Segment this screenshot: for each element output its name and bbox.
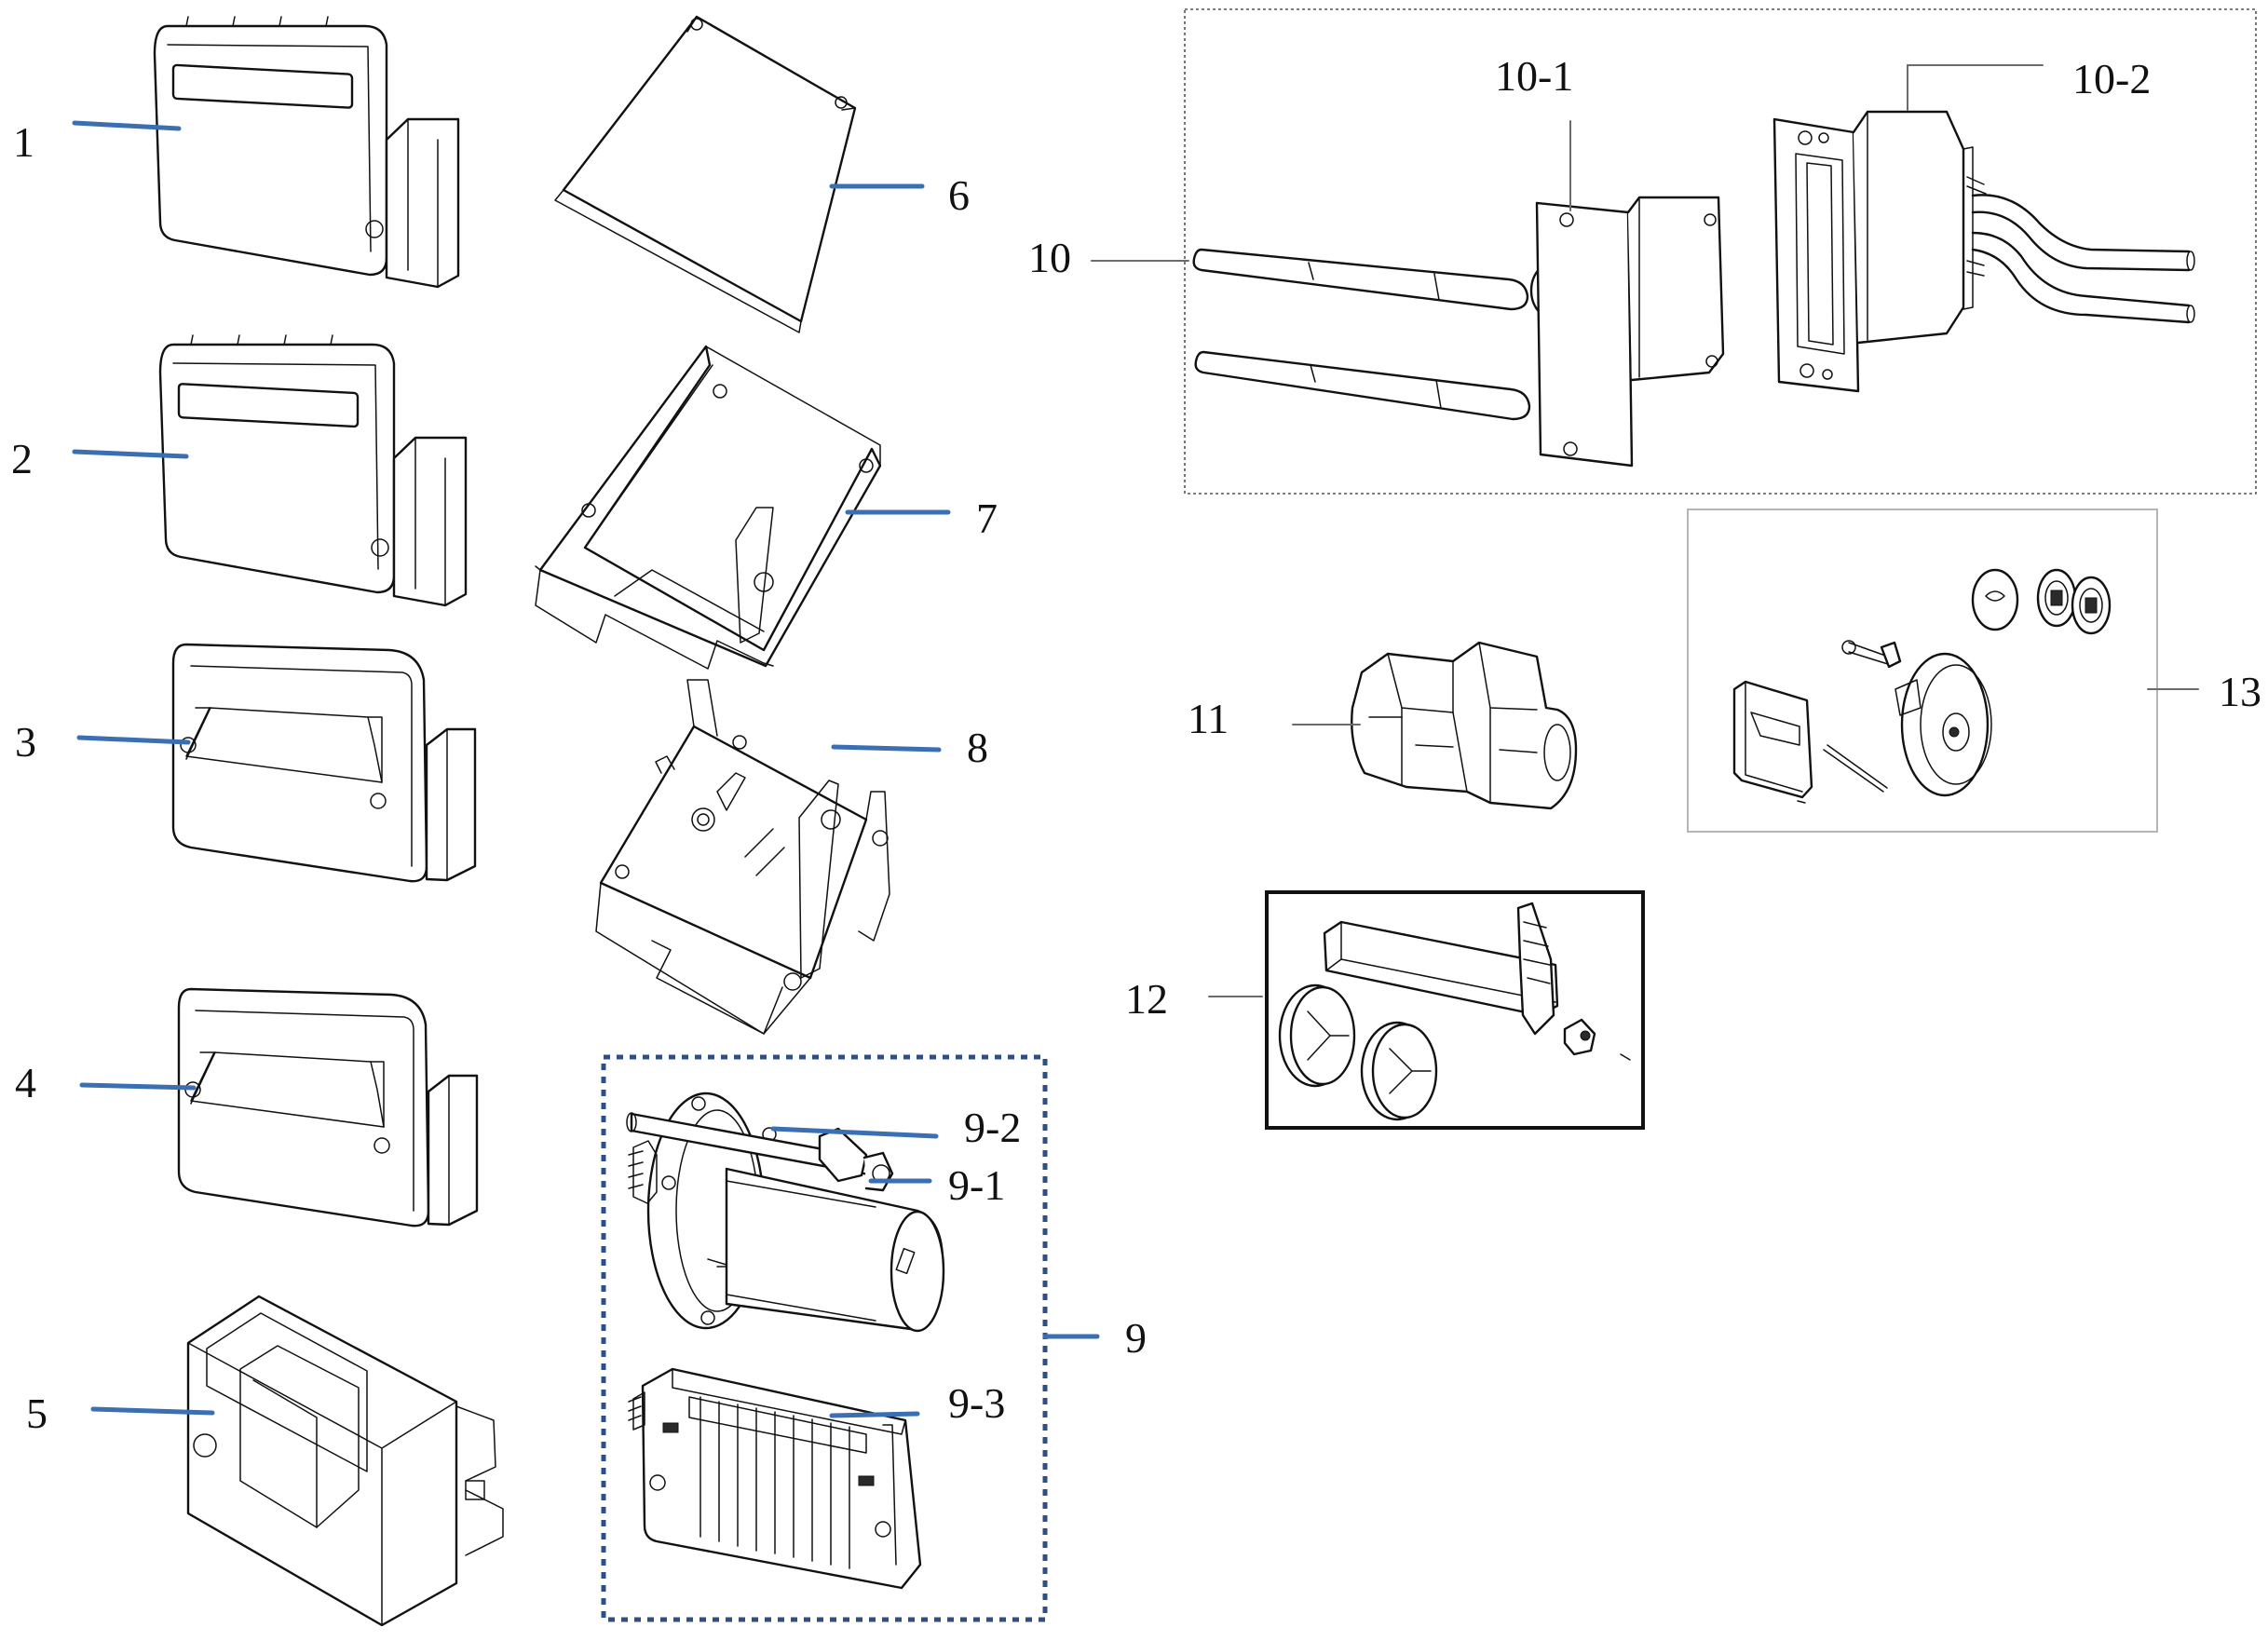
part-8-bracket [595, 679, 890, 1035]
part-4-cover [177, 987, 479, 1227]
label-9-1: 9-1 [948, 1161, 1005, 1209]
label-13: 13 [2219, 668, 2261, 715]
label-9: 9 [1125, 1314, 1147, 1362]
part-7-bracket [535, 345, 882, 670]
label-10-2: 10-2 [2072, 55, 2151, 102]
label-3: 3 [15, 718, 36, 766]
label-5: 5 [26, 1390, 48, 1437]
group-12-frame [1265, 890, 1645, 1130]
part-labels: 1 2 3 4 5 6 7 8 9 9-1 9-2 9-3 10 10-1 10… [11, 52, 2261, 1437]
label-11: 11 [1188, 695, 1229, 742]
leader-1 [72, 120, 182, 131]
label-1: 1 [13, 118, 34, 166]
label-4: 4 [15, 1059, 36, 1106]
label-6: 6 [948, 171, 970, 219]
leader-10-2 [1907, 64, 2044, 111]
part-10-antenna-module [1192, 110, 2195, 468]
label-7: 7 [976, 495, 998, 542]
part-2-cover [158, 334, 468, 607]
leader-5 [90, 1406, 215, 1416]
leader-2 [72, 449, 189, 459]
label-9-2: 9-2 [964, 1104, 1021, 1151]
group-10-frame [1184, 8, 2257, 495]
label-12: 12 [1125, 975, 1168, 1023]
label-10-1: 10-1 [1495, 52, 1573, 100]
label-2: 2 [11, 435, 33, 482]
part-5-enclosure [186, 1295, 504, 1627]
leader-4 [79, 1082, 197, 1091]
group-13-frame [1687, 509, 2158, 833]
part-11-core-holder [1351, 641, 1578, 810]
label-8: 8 [967, 724, 988, 771]
leader-lines [72, 64, 2199, 1418]
part-13-spindle-kit [1732, 568, 2112, 804]
label-10: 10 [1028, 234, 1071, 281]
leader-8 [831, 744, 942, 753]
leader-3 [76, 735, 191, 745]
part-6-tray [554, 15, 857, 333]
part-9-rewinder [626, 1092, 945, 1590]
leader-9-3 [829, 1411, 920, 1418]
part-1-cover [153, 16, 460, 289]
leader-9-2 [770, 1126, 939, 1139]
part-3-cover [171, 643, 477, 883]
label-9-3: 9-3 [948, 1379, 1005, 1427]
part-12-kit [1278, 902, 1631, 1121]
